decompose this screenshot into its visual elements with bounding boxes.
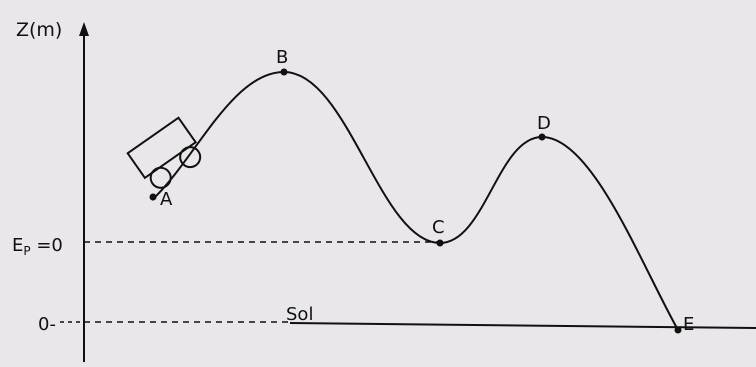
wagon bbox=[126, 116, 202, 189]
point-d-dot bbox=[538, 133, 546, 141]
zero-level-label: 0- bbox=[38, 314, 56, 335]
ep-zero-label: EP =0 bbox=[12, 235, 63, 258]
wagon-front-wheel bbox=[179, 146, 202, 169]
ep-subscript: P bbox=[23, 244, 30, 258]
point-b-label: B bbox=[276, 47, 288, 68]
track-curve bbox=[151, 70, 679, 331]
point-c-dot bbox=[436, 239, 444, 247]
point-c-label: C bbox=[432, 217, 445, 238]
ep-value: =0 bbox=[31, 235, 63, 256]
point-b-dot bbox=[280, 68, 288, 76]
z-axis-label: Z(m) bbox=[16, 19, 62, 41]
point-a-label: A bbox=[160, 189, 173, 210]
z-axis-arrowhead bbox=[79, 22, 89, 36]
point-e-dot bbox=[674, 326, 682, 334]
point-a-dot bbox=[149, 193, 157, 201]
point-e-label: E bbox=[683, 314, 694, 335]
ep-symbol: E bbox=[12, 235, 23, 256]
wagon-rear-wheel bbox=[149, 166, 172, 189]
wagon-body bbox=[126, 116, 198, 180]
point-d-label: D bbox=[537, 113, 551, 134]
ground-label: Sol bbox=[286, 304, 313, 325]
